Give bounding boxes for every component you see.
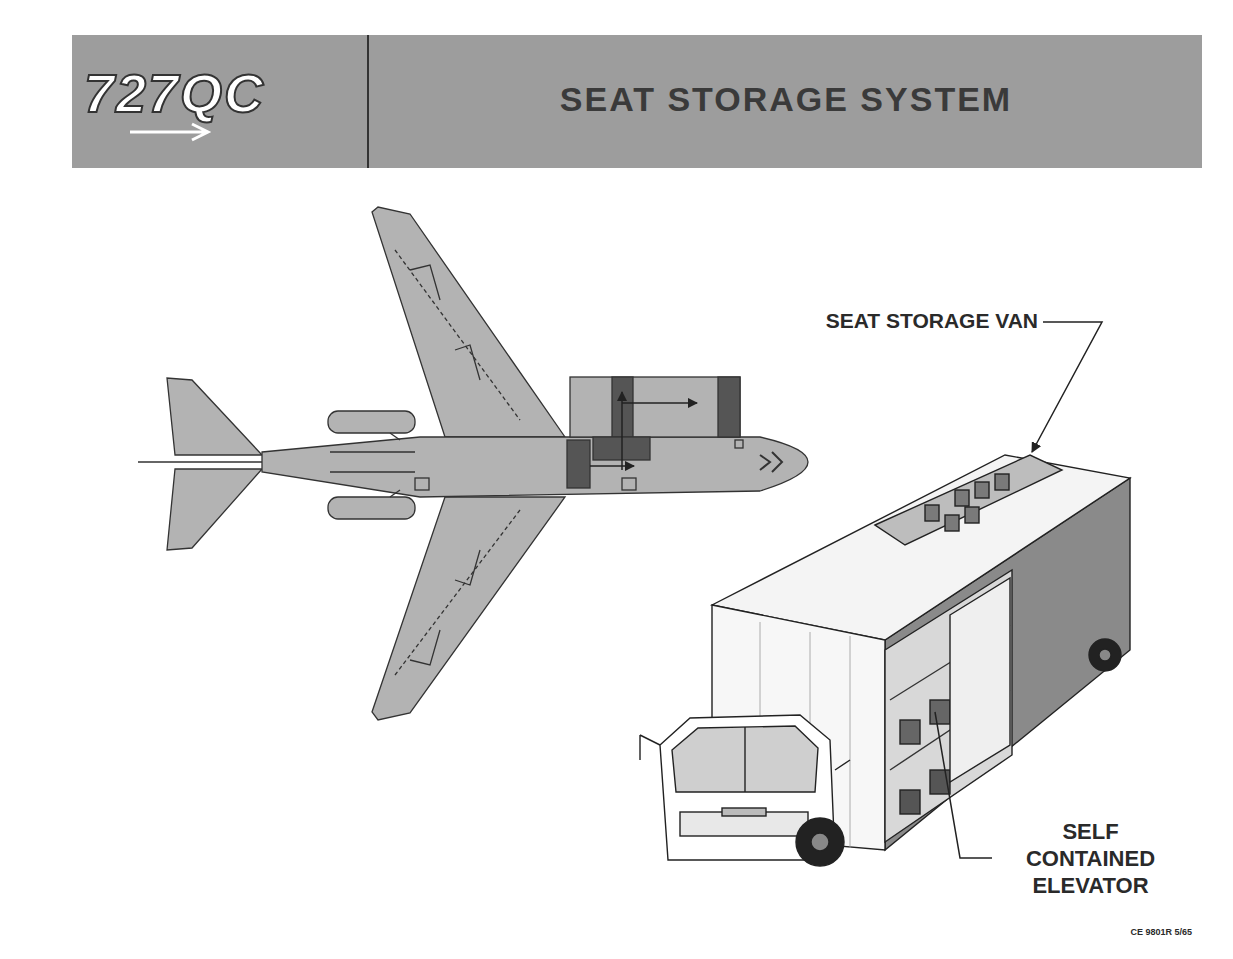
- logo-text: 727QC: [84, 62, 364, 124]
- header-divider: [367, 35, 369, 168]
- header-band: [72, 35, 1202, 168]
- part-label: SEAT STORAGE VAN: [740, 309, 1038, 333]
- drawing-number: CE 9801R 5/65: [1080, 927, 1192, 937]
- leader-lines: [935, 322, 1102, 858]
- part-label: SELF CONTAINED ELEVATOR: [998, 818, 1183, 899]
- title: SEAT STORAGE SYSTEM: [370, 80, 1202, 119]
- logo-arrow: [130, 124, 208, 140]
- flow-arrows: [590, 392, 697, 470]
- airplane: [138, 207, 808, 720]
- seat-storage-truck: [640, 455, 1130, 866]
